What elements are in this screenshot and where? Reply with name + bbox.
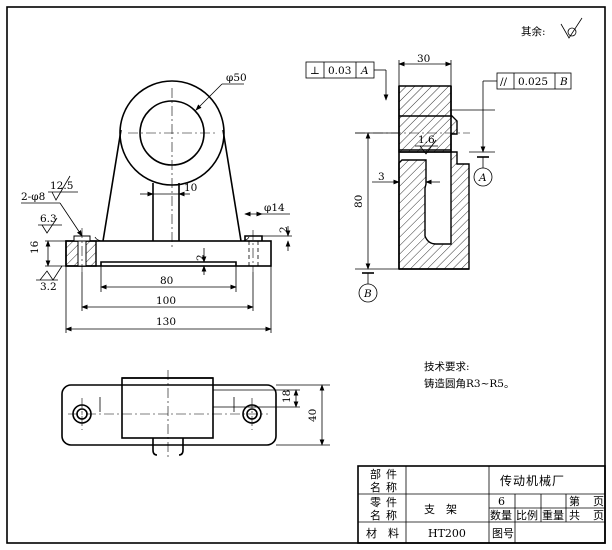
dim-130: 130 [156,316,176,328]
tb-drawing-no-label: 图号 [492,527,514,540]
tb-material-value: HT200 [428,527,466,540]
dim-18: 18 [281,390,293,403]
perpendicularity-icon: ⊥ [310,65,320,77]
par-datum: B [559,76,568,88]
dim-roughness-6-3: 6.3 [40,213,57,225]
tb-scale-label: 比例 [516,508,538,522]
side-view: ⊥ 0.03 A // 0.025 B 30 [305,53,572,303]
dim-3: 3 [378,171,385,183]
top-view: 18 40 [61,370,330,460]
tb-company-name: 传动机械厂 [500,473,565,488]
dim-2-recess: 2 [195,254,207,261]
dim-roughness-1-6: 1.6 [418,134,435,146]
dim-10: 10 [184,182,197,194]
general-roughness-note: 其余: [521,17,583,39]
dim-2-phi8: 2-φ8 [21,191,45,203]
perp-tolerance-value: 0.03 [328,65,351,77]
datum-a-label: A [478,172,487,184]
tb-part-char-4: 称 [386,480,397,494]
dim-16: 16 [29,240,41,254]
dim-roughness-12-5: 12.5 [50,180,73,192]
tb-page-di: 第 [569,494,580,508]
notes-title: 技术要求: [424,360,470,373]
tb-component-name: 支 架 [424,503,457,516]
tb-comp-char-3: 名 [370,508,381,522]
front-view: φ50 12.5 2-φ8 6.3 16 3.2 10 φ14 2 2 [21,72,292,333]
tb-material-label: 材 料 [366,526,399,540]
tb-page-ye: 页 [593,495,604,508]
tb-quantity: 6 [498,495,505,508]
dim-phi50: φ50 [226,72,247,84]
tb-total-label: 共 [569,509,580,522]
tb-qty-label: 数量 [490,509,512,522]
dim-100: 100 [156,295,176,307]
dim-80-side: 80 [353,195,365,208]
dim-roughness-3-2: 3.2 [40,281,57,293]
tb-total-ye: 页 [593,509,604,522]
datum-a-marker: A [473,156,493,187]
parallelism-frame: // 0.025 B [482,72,572,110]
par-tolerance-value: 0.025 [518,76,548,88]
tb-part-char-1: 部 [370,467,381,481]
tb-part-char-3: 名 [370,480,381,494]
parallelism-icon: // [500,76,508,88]
title-block: 部 件 名 称 传动机械厂 零 件 名 称 支 架 6 第 页 数量 比例 重量… [357,465,606,544]
tb-comp-char-4: 称 [386,508,397,522]
notes-line-1: 铸造圆角R3~R5。 [424,377,514,390]
sheet-border [6,6,606,544]
dim-2-counterbore: 2 [278,226,290,233]
perp-datum: A [360,65,369,77]
dim-30: 30 [417,53,430,65]
technical-notes: 技术要求: 铸造圆角R3~R5。 [424,360,514,390]
tb-comp-char-2: 件 [386,496,397,509]
top-outline [61,384,277,446]
dim-80-front: 80 [160,275,173,287]
side-section [355,85,470,270]
perpendicularity-frame: ⊥ 0.03 A [305,61,389,101]
tb-part-char-2: 件 [386,468,397,481]
dim-40: 40 [307,409,319,422]
tb-comp-char-1: 零 [370,496,381,509]
roughness-symbol-icon [560,17,583,39]
surface-finish-note-text: 其余: [521,25,546,38]
dim-phi14: φ14 [264,202,285,214]
datum-b-marker: B [358,272,378,303]
datum-b-label: B [363,288,372,300]
tb-weight-label: 重量 [542,508,564,522]
